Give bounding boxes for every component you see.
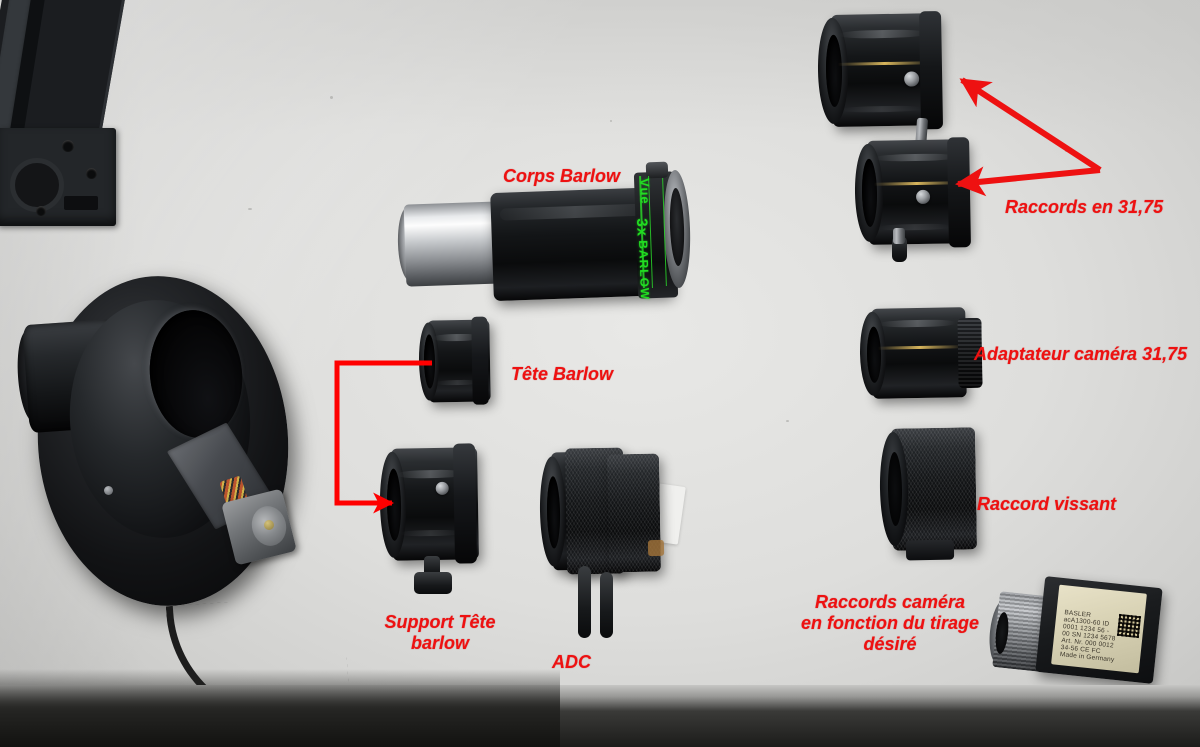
- bench-speck: [1090, 508, 1093, 511]
- barlow-power-engraving: 3x: [633, 218, 651, 238]
- annotation-raccords-camera: Raccords caméra en fonction du tirage dé…: [801, 592, 979, 654]
- coupler-thumbscrew-shaft: [893, 228, 905, 244]
- annotation-corps-barlow: Corps Barlow: [503, 166, 621, 186]
- camera-label-text: BASLER acA1300-60 ID 0001 1234 56 - 00 S…: [1059, 609, 1116, 664]
- bench-speck: [786, 420, 789, 422]
- filter-wheel-setscrew: [104, 486, 113, 495]
- barlow-top-knob: [645, 161, 669, 179]
- screw-coupler-base: [905, 539, 955, 561]
- bench-speck: [1065, 150, 1068, 152]
- annotation-raccord-vissant: Raccord vissant: [977, 494, 1117, 514]
- mount-hole: [86, 168, 97, 179]
- mount-hole: [36, 206, 46, 216]
- barlow-head-cell: [418, 316, 491, 405]
- barlow-brand-engraving: Vue: [637, 178, 653, 205]
- mount-slot: [64, 196, 98, 210]
- mount-hole: [62, 140, 74, 152]
- annotation-tete-barlow: Tête Barlow: [511, 364, 614, 384]
- camera-qr-code: [1116, 613, 1142, 639]
- annotation-adaptateur-camera: Adaptateur caméra 31,75: [974, 344, 1188, 364]
- annotation-raccords-31-75: Raccords en 31,75: [1005, 197, 1164, 217]
- barlow-model-engraving: BARLOW: [636, 240, 653, 301]
- bench-speck: [330, 96, 333, 99]
- adc-lever-right: [600, 572, 613, 638]
- bench-speck: [610, 120, 612, 122]
- arrow-to-upper-coupler: [959, 77, 1102, 173]
- barlow-chrome-nosepiece: [403, 201, 505, 287]
- annotation-support-tete-barlow: Support Tête barlow: [384, 612, 496, 653]
- mount-ring: [10, 158, 64, 212]
- bench-front-shadow: [0, 669, 560, 747]
- adc-brass-detail: [647, 539, 665, 557]
- annotation-adc: ADC: [552, 652, 591, 672]
- holder-foot: [414, 572, 452, 594]
- adc-lever-left: [578, 566, 591, 638]
- arrow-to-lower-coupler: [955, 166, 1101, 197]
- bench-speck: [248, 208, 252, 210]
